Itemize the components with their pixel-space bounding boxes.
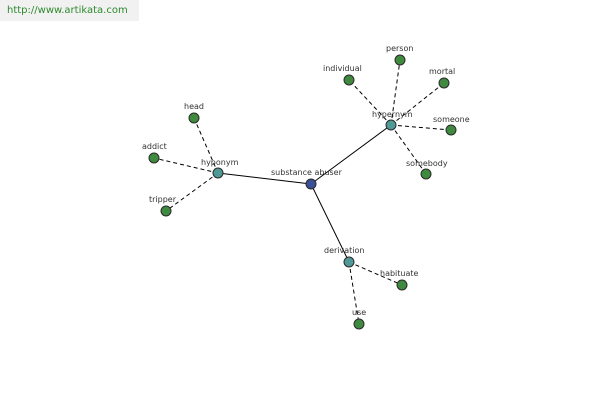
leaf-label-mortal: mortal [429, 67, 455, 76]
leaf-node-someone[interactable] [445, 124, 457, 136]
edge-derivation-use [348, 261, 360, 325]
leaf-node-use[interactable] [353, 318, 365, 330]
edge-center-hyponym [217, 172, 312, 185]
nodes [148, 54, 457, 330]
edge-hypernym-mortal [390, 82, 445, 126]
leaf-label-addict: addict [142, 142, 167, 151]
edge-derivation-habituate [348, 261, 403, 286]
relation-node-hyponym[interactable] [212, 167, 224, 179]
edge-center-hypernym [310, 124, 392, 185]
edge-center-derivation [310, 183, 350, 263]
leaf-node-head[interactable] [188, 112, 200, 124]
edges [153, 59, 452, 325]
edge-hypernym-somebody [390, 124, 427, 175]
edge-hyponym-head [193, 117, 219, 174]
leaf-node-addict[interactable] [148, 152, 160, 164]
relation-label-derivation: derivation [324, 246, 364, 255]
edge-hyponym-addict [153, 157, 219, 174]
center-label-center: substance abuser [271, 168, 343, 177]
relation-label-hyponym: hyponym [201, 158, 239, 167]
leaf-node-individual[interactable] [343, 74, 355, 86]
leaf-label-tripper: tripper [149, 195, 177, 204]
relation-node-derivation[interactable] [343, 256, 355, 268]
leaf-node-tripper[interactable] [160, 205, 172, 217]
relation-label-hypernym: hypernym [372, 110, 413, 119]
leaf-label-use: use [352, 308, 366, 317]
edge-hyponym-tripper [165, 172, 219, 212]
edge-hypernym-someone [390, 124, 452, 131]
leaf-node-person[interactable] [394, 54, 406, 66]
center-node-center[interactable] [305, 178, 317, 190]
leaf-label-somebody: somebody [406, 159, 448, 168]
leaf-label-habituate: habituate [380, 269, 419, 278]
watermark-box: http://www.artikata.com [0, 0, 139, 21]
leaf-label-head: head [184, 102, 204, 111]
leaf-label-person: person [386, 44, 413, 53]
labels: head addict tripper individual person mortal s… [142, 44, 470, 317]
relation-node-hypernym[interactable] [385, 119, 397, 131]
leaf-node-mortal[interactable] [438, 77, 450, 89]
leaf-label-individual: individual [323, 64, 362, 73]
leaf-label-someone: someone [433, 115, 470, 124]
leaf-node-habituate[interactable] [396, 279, 408, 291]
edge-hypernym-person [390, 59, 401, 126]
leaf-node-somebody[interactable] [420, 168, 432, 180]
watermark-link[interactable]: http://www.artikata.com [7, 5, 128, 16]
edge-hypernym-individual [348, 79, 392, 126]
